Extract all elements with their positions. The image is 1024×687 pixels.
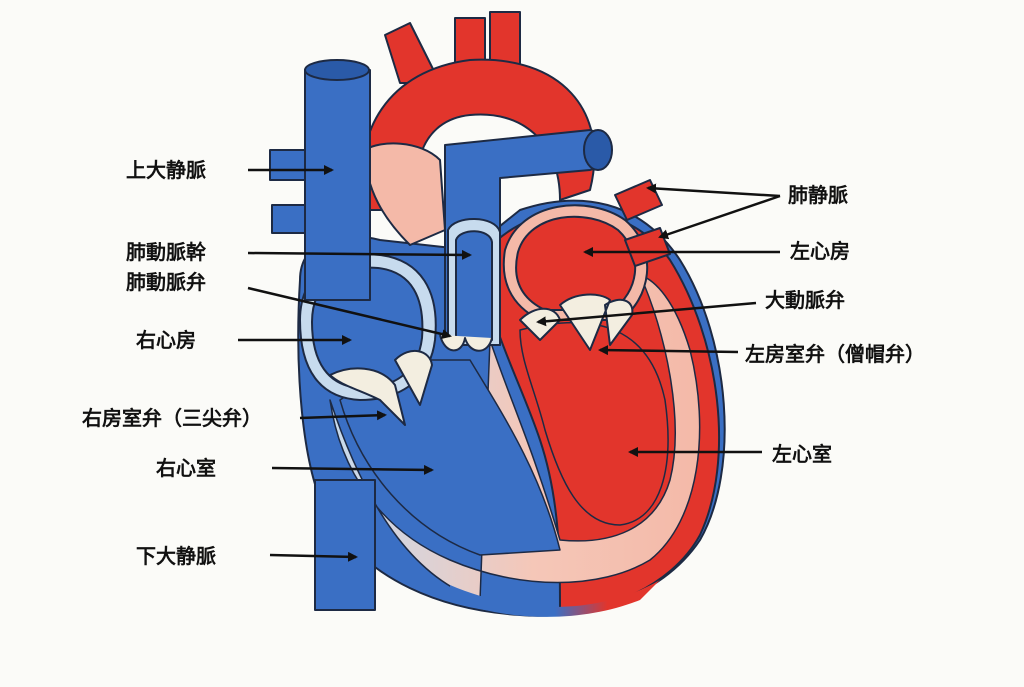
- arrow-pulmonary-valve: [247, 286, 452, 340]
- label-pulmonary-valve: 肺動脈弁: [126, 270, 206, 294]
- arrow-right-ventricle: [271, 464, 434, 475]
- superior-vena-cava: [304, 69, 371, 301]
- pointer-arrows: [238, 165, 781, 562]
- label-mitral-valve: 左房室弁（僧帽弁）: [745, 342, 925, 366]
- arrow-aortic-valve: [536, 301, 757, 327]
- label-tricuspid-valve: 右房室弁（三尖弁）: [82, 406, 262, 430]
- arrow-tricuspid-valve: [299, 410, 387, 421]
- left-pulmonary-veins: [614, 179, 671, 267]
- aortic-root: [364, 142, 446, 246]
- tricuspid-valve: [329, 350, 433, 426]
- apex: [450, 580, 660, 617]
- label-left-ventricle: 左心室: [772, 442, 832, 466]
- left-ventricle-cavity: [519, 321, 669, 526]
- label-aortic-valve: 大動脈弁: [765, 288, 845, 312]
- arrow-pulmonary-trunk: [247, 249, 472, 260]
- arrow-inferior-vena-cava: [269, 551, 358, 562]
- arrow-mitral-valve: [598, 345, 739, 356]
- label-pulmonary-trunk: 肺動脈幹: [126, 240, 206, 264]
- pulmonary-valve: [439, 334, 493, 352]
- label-pulmonary-veins: 肺静脈: [788, 183, 848, 207]
- label-right-ventricle: 右心室: [156, 456, 216, 480]
- inferior-vena-cava: [314, 479, 376, 611]
- label-right-atrium: 右心房: [136, 328, 196, 352]
- label-left-atrium: 左心房: [790, 239, 850, 263]
- label-superior-vena-cava: 上大静脈: [126, 158, 206, 182]
- arrow-pulmonary-veins-1: [646, 183, 781, 198]
- arrow-pulmonary-veins-2: [658, 194, 781, 240]
- label-inferior-vena-cava: 下大静脈: [136, 544, 216, 568]
